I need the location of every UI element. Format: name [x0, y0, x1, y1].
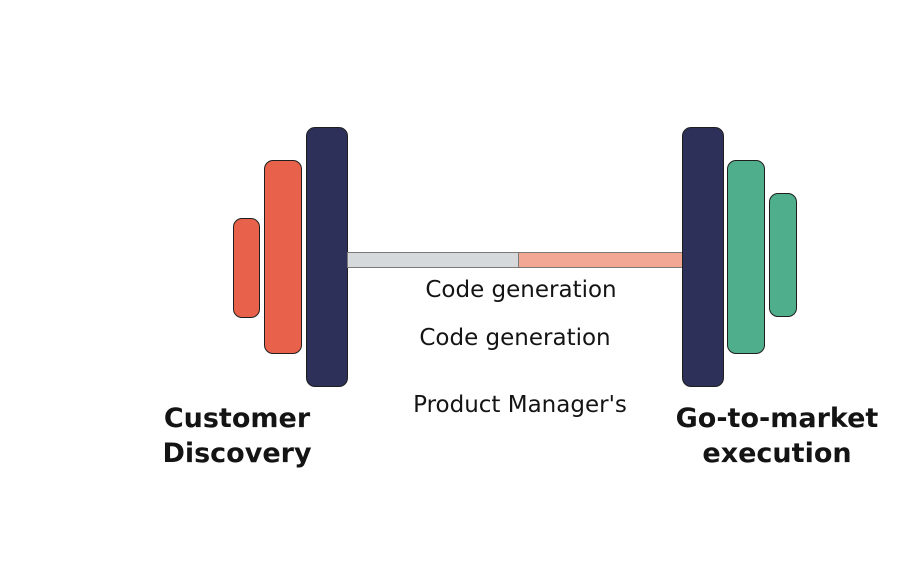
center-label-product-manager: Product Manager's — [413, 392, 627, 418]
center-label-code-generation-2: Code generation — [419, 325, 611, 351]
left-label-line-1: Customer — [163, 403, 311, 434]
left-large-plate — [306, 127, 348, 387]
right-label-line-2: execution — [702, 438, 852, 469]
bar-right-segment — [518, 252, 683, 268]
center-label-code-generation-1: Code generation — [425, 277, 617, 303]
bar-left-segment — [347, 252, 519, 268]
right-large-plate — [682, 127, 724, 387]
right-small-plate — [769, 193, 797, 317]
right-medium-plate — [727, 160, 765, 354]
right-label-line-1: Go-to-market — [675, 403, 879, 434]
left-small-plate — [233, 218, 260, 318]
left-label-line-2: Discovery — [162, 438, 312, 469]
left-medium-plate — [264, 160, 302, 354]
left-label: Customer Discovery — [127, 401, 347, 471]
right-label: Go-to-market execution — [667, 401, 887, 471]
